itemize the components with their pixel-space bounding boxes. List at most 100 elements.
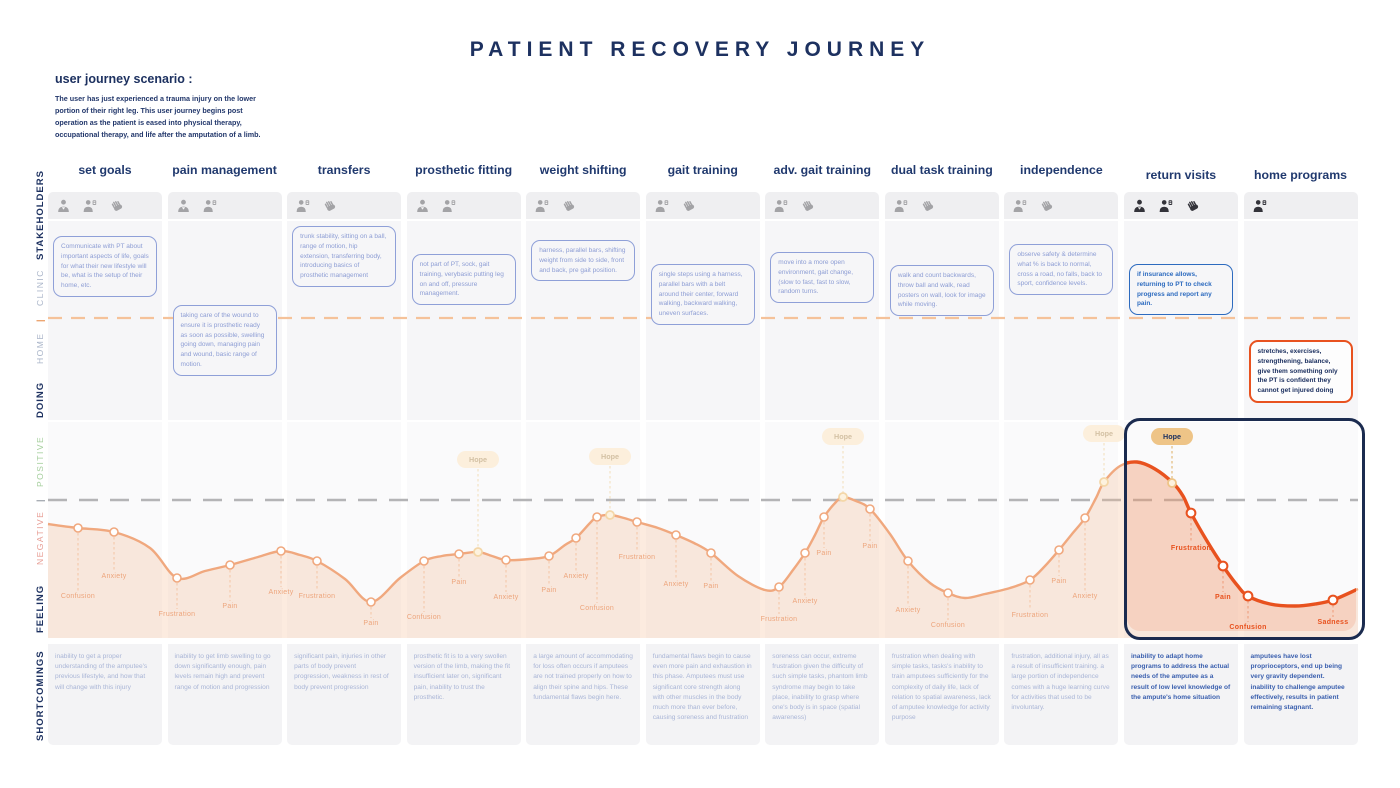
stakeholder-strip: [1243, 192, 1358, 219]
doctor-icon: [57, 199, 70, 212]
emotion-label: Confusion: [406, 614, 442, 621]
emotion-label: Anxiety: [895, 607, 921, 614]
hope-pill: Hope: [1083, 425, 1125, 442]
therapist-icon: [442, 199, 456, 212]
therapist-icon: [296, 199, 310, 212]
emotion-label: Frustration: [1170, 545, 1212, 552]
hope-pill: Hope: [1151, 428, 1193, 445]
stage-header: prosthetic fitting: [415, 163, 513, 177]
stage-header: pain management: [172, 163, 277, 177]
doing-bubble: observe safety & determine what % is bac…: [1009, 244, 1114, 295]
therapist-icon: [774, 199, 788, 212]
stakeholder-strip: [406, 192, 521, 219]
emotion-label: Frustration: [618, 554, 656, 561]
shortcoming-panel: fundamental flaws begin to cause even mo…: [645, 644, 760, 745]
emotion-label: Frustration: [158, 611, 196, 618]
therapist-icon: [83, 199, 97, 212]
doing-bubble: not part of PT, sock, gait training, ver…: [411, 254, 516, 305]
doing-panel: [884, 221, 999, 420]
emotion-label: Pain: [1051, 578, 1067, 585]
doing-bubble: walk and count backwards, throw ball and…: [889, 265, 994, 316]
doing-panel: [1123, 221, 1238, 420]
emotion-label: Anxiety: [792, 598, 818, 605]
stakeholder-strip: [287, 192, 402, 219]
therapist-icon: [655, 199, 669, 212]
emotion-label: Frustration: [760, 616, 798, 623]
shortcoming-text: a large amount of accommodating for loss…: [533, 653, 633, 701]
stakeholder-strip: [1123, 192, 1238, 219]
shortcoming-text: fundamental flaws begin to cause even mo…: [652, 653, 752, 722]
hand-icon: [1040, 199, 1054, 212]
emotion-label: Confusion: [930, 622, 966, 629]
scenario-heading: user journey scenario :: [55, 72, 193, 86]
therapist-icon: [1013, 199, 1027, 212]
emotion-label: Pain: [363, 620, 379, 627]
page-title: PATIENT RECOVERY JOURNEY: [469, 38, 931, 61]
hand-icon: [562, 199, 576, 212]
stakeholder-strip: [526, 192, 641, 219]
stage-header: weight shifting: [539, 163, 627, 177]
hope-pill: Hope: [822, 428, 864, 445]
scenario-block: user journey scenario : The user has jus…: [55, 72, 273, 141]
emotion-label: Anxiety: [563, 573, 589, 580]
shortcoming-text: significant pain, injuries in other part…: [294, 653, 389, 691]
emotion-label: Pain: [816, 550, 832, 557]
stakeholder-strip: [1004, 192, 1119, 219]
shortcoming-panel: prosthetic fit is to a very swollen vers…: [406, 644, 521, 745]
emotion-label: Anxiety: [268, 589, 294, 596]
emotion-label: Anxiety: [663, 581, 689, 588]
highlight-box: [1124, 418, 1365, 640]
emotion-label: Confusion: [1229, 624, 1267, 631]
shortcoming-text: inability to get a proper understanding …: [55, 653, 148, 691]
shortcoming-panel: inability to adapt home programs to addr…: [1123, 644, 1238, 745]
hand-icon: [110, 199, 124, 212]
shortcoming-text: amputees have lost proprioceptors, end u…: [1250, 653, 1345, 712]
emotion-label: Anxiety: [1072, 593, 1098, 600]
stakeholder-strip: [884, 192, 999, 219]
doing-bubble: if insurance allows, returning to PT to …: [1128, 264, 1233, 315]
stage-header: transfers: [317, 163, 371, 177]
shortcoming-text: frustration when dealing with simple tas…: [891, 653, 991, 722]
emotion-label: Pain: [222, 603, 238, 610]
doctor-icon: [177, 199, 190, 212]
emotion-label: Pain: [703, 583, 719, 590]
emotion-label: Frustration: [298, 593, 336, 600]
emotion-label: Confusion: [60, 593, 96, 600]
shortcoming-text: prosthetic fit is to a very swollen vers…: [413, 653, 511, 701]
shortcoming-panel: amputees have lost proprioceptors, end u…: [1243, 644, 1358, 745]
emotion-label: Frustration: [1011, 612, 1049, 619]
scenario-text: The user has just experienced a trauma i…: [55, 94, 261, 139]
doing-bubble: trunk stability, sitting on a ball, rang…: [292, 226, 397, 287]
emotion-label: Anxiety: [493, 594, 519, 601]
hand-icon: [682, 199, 696, 212]
shortcoming-text: frustration, additional injury, all as a…: [1011, 653, 1110, 712]
therapist-icon: [535, 199, 549, 212]
hope-pill: Hope: [457, 451, 499, 468]
stage-header: return visits: [1145, 168, 1217, 182]
hand-icon: [801, 199, 815, 212]
doing-bubble: taking care of the wound to ensure it is…: [172, 305, 277, 376]
stakeholder-strip: [167, 192, 282, 219]
shortcoming-panel: frustration when dealing with simple tas…: [884, 644, 999, 745]
shortcoming-panel: a large amount of accommodating for loss…: [526, 644, 641, 745]
therapist-icon: [203, 199, 217, 212]
doing-bubble: harness, parallel bars, shifting weight …: [531, 240, 636, 282]
emotion-label: Pain: [451, 579, 467, 586]
stakeholder-strip: [645, 192, 760, 219]
stakeholder-strip: [765, 192, 880, 219]
stage-header: adv. gait training: [773, 163, 872, 177]
hand-icon: [1186, 199, 1200, 212]
shortcoming-panel: frustration, additional injury, all as a…: [1004, 644, 1119, 745]
emotion-label: Pain: [862, 543, 878, 550]
stage-header: gait training: [667, 163, 738, 177]
shortcoming-text: inability to get limb swelling to go dow…: [174, 653, 271, 691]
stage-header: independence: [1020, 163, 1103, 177]
therapist-icon: [1159, 199, 1173, 212]
hand-icon: [323, 199, 337, 212]
emotion-label: Anxiety: [101, 573, 127, 580]
doing-bubble: stretches, exercises, strengthening, bal…: [1248, 340, 1353, 403]
shortcoming-text: inability to adapt home programs to addr…: [1130, 653, 1231, 701]
emotion-label: Sadness: [1317, 619, 1349, 626]
doctor-icon: [1133, 199, 1146, 212]
